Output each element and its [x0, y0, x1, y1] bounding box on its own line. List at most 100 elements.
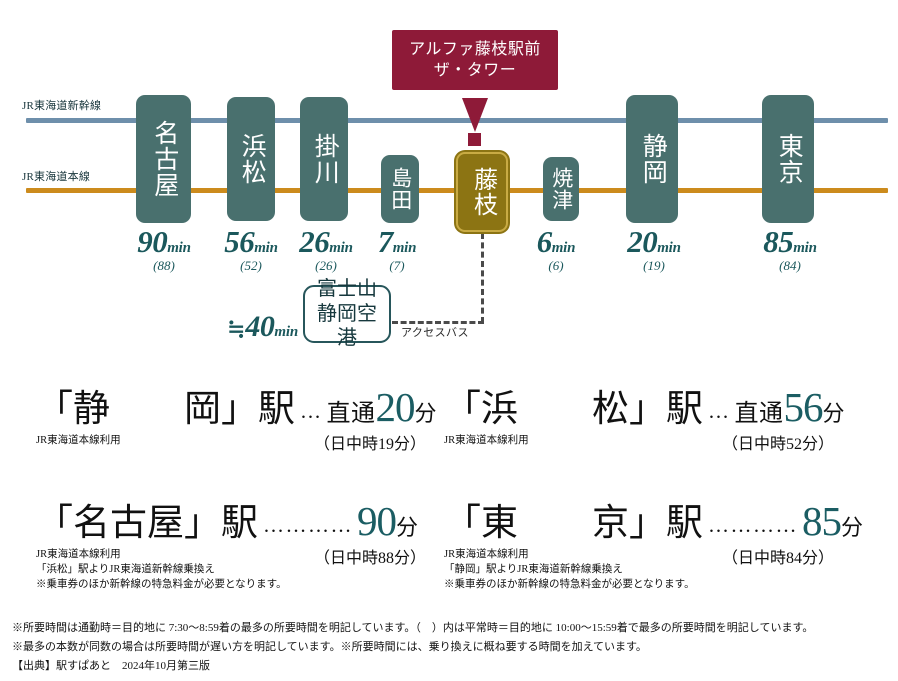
time-yaizu: 6min (6) — [522, 224, 590, 274]
entry-shizuoka-note-1: JR東海道本線利用 — [36, 435, 121, 446]
footnote-line-2: ※最多の本数が同数の場合は所要時間が遅い方を明記しています。※所要時間には、乗り… — [12, 640, 647, 653]
time-nagoya-paren: (88) — [153, 258, 175, 273]
entry-nagoya-daytime: （日中時88分） — [314, 550, 427, 567]
entry-hamamatsu-number: 56 — [783, 384, 824, 430]
time-shimada-paren: (7) — [389, 258, 405, 273]
time-yaizu-unit: min — [551, 240, 576, 256]
station-shizuoka[interactable]: 静岡 — [626, 95, 678, 223]
entry-tokyo-station: 東 京 — [481, 503, 629, 544]
entry-shizuoka-prefix: 直通 — [326, 401, 376, 427]
entry-hamamatsu-bracket-open: 「 — [444, 389, 481, 430]
time-shizuoka-paren: (19) — [643, 258, 665, 273]
entry-hamamatsu-daytime: （日中時52分） — [722, 436, 835, 453]
footnote-line-3: 【出典】駅すぱあと 2024年10月第三版 — [12, 659, 210, 672]
time-shizuoka-value: 20 — [627, 224, 658, 259]
entry-hamamatsu-prefix: 直通 — [734, 401, 784, 427]
entry-nagoya-note-1: JR東海道本線利用 — [36, 549, 121, 560]
time-yaizu-value: 6 — [536, 224, 553, 259]
time-kakegawa-unit: min — [329, 240, 353, 256]
entry-shizuoka-station: 静 岡 — [73, 389, 221, 430]
entry-hamamatsu-station: 浜 松 — [481, 389, 629, 430]
time-shimada-value: 7 — [377, 224, 394, 259]
callout-marker-dot — [468, 133, 481, 146]
entry-hamamatsu-note-1: JR東海道本線利用 — [444, 435, 529, 446]
time-hamamatsu: 56min (52) — [206, 224, 296, 274]
time-tokyo-value: 85 — [763, 224, 794, 259]
access-bus-label: アクセスバス — [401, 327, 469, 339]
time-airport-unit: min — [274, 324, 298, 340]
entry-tokyo-unit: 分 — [841, 515, 864, 540]
station-yaizu-label: 焼津 — [549, 167, 574, 211]
callout-line-2: ザ・タワー — [433, 62, 517, 80]
entry-tokyo-bracket-close: 」駅 — [629, 503, 703, 544]
entry-shizuoka-dots: … — [300, 399, 323, 423]
entry-tokyo-daytime: （日中時84分） — [722, 550, 835, 567]
entry-nagoya-dots: ………… — [263, 513, 353, 537]
entry-tokyo-note-3: ※乗車券のほか新幹線の特急料金が必要となります。 — [444, 579, 695, 591]
station-hamamatsu-label: 浜松 — [238, 133, 266, 185]
time-kakegawa-paren: (26) — [315, 258, 337, 273]
callout-tail — [462, 98, 488, 132]
time-yaizu-paren: (6) — [548, 258, 564, 273]
entry-shizuoka-bracket-close: 」駅 — [221, 389, 295, 430]
station-shizuoka-label: 静岡 — [639, 133, 667, 185]
entry-hamamatsu-dots: … — [708, 399, 731, 423]
entry-shizuoka-bracket-open: 「 — [36, 389, 73, 430]
footnote-line-1: ※所要時間は通勤時＝目的地に 7:30〜8:59着の最多の所要時間を明記していま… — [12, 622, 814, 634]
station-kakegawa[interactable]: 掛川 — [300, 97, 348, 221]
time-hamamatsu-value: 56 — [224, 224, 255, 259]
time-shimada: 7min (7) — [362, 224, 432, 274]
entry-nagoya-bracket-open: 「 — [36, 503, 73, 544]
airport-line-2: 静岡空港 — [317, 302, 377, 350]
entry-nagoya-unit: 分 — [396, 515, 419, 540]
entry-tokyo-bracket-open: 「 — [444, 503, 481, 544]
entry-tokyo-note-1: JR東海道本線利用 — [444, 549, 529, 560]
station-hamamatsu[interactable]: 浜松 — [227, 97, 275, 221]
airport-box[interactable]: 富士山 静岡空港 — [303, 278, 391, 349]
station-nagoya-label: 名古屋 — [150, 120, 178, 198]
time-nagoya-value: 90 — [137, 224, 168, 259]
entry-tokyo-note-2: 「静岡」駅よりJR東海道新幹線乗換え — [444, 564, 623, 576]
station-tokyo[interactable]: 東京 — [762, 95, 814, 223]
entry-nagoya-station: 名古屋 — [73, 503, 184, 544]
station-nagoya[interactable]: 名古屋 — [136, 95, 191, 223]
callout-line-1: アルファ藤枝駅前 — [409, 41, 541, 58]
time-nagoya-unit: min — [167, 240, 191, 256]
time-kakegawa-value: 26 — [299, 224, 330, 259]
entry-hamamatsu-bracket-close: 」駅 — [629, 389, 703, 430]
entry-nagoya-note-3: ※乗車券のほか新幹線の特急料金が必要となります。 — [36, 579, 287, 591]
approx-symbol: ≒ — [226, 316, 246, 341]
time-shizuoka-unit: min — [657, 240, 681, 256]
time-kakegawa: 26min (26) — [282, 224, 370, 274]
entry-shizuoka-daytime: （日中時19分） — [314, 436, 427, 453]
station-tokyo-label: 東京 — [775, 133, 803, 185]
time-tokyo-paren: (84) — [779, 258, 801, 273]
entry-shizuoka-unit: 分 — [414, 401, 437, 426]
honsen-line-label: JR東海道本線 — [22, 171, 91, 183]
entry-tokyo-dots: ………… — [708, 513, 798, 537]
footnotes: ※所要時間は通勤時＝目的地に 7:30〜8:59着の最多の所要時間を明記していま… — [12, 619, 890, 676]
time-hamamatsu-unit: min — [254, 240, 278, 256]
time-nagoya: 90min (88) — [118, 224, 210, 274]
time-airport: ≒40min — [190, 310, 298, 344]
entry-nagoya-number: 90 — [357, 498, 397, 544]
station-fujieda[interactable]: 藤枝 — [456, 152, 508, 232]
station-yaizu[interactable]: 焼津 — [543, 157, 579, 221]
property-callout: アルファ藤枝駅前 ザ・タワー — [392, 30, 558, 91]
time-tokyo-unit: min — [793, 240, 817, 256]
station-shimada[interactable]: 島田 — [381, 155, 419, 223]
time-shizuoka: 20min (19) — [608, 224, 700, 274]
bus-route-vertical-dash — [481, 233, 484, 323]
bus-route-horizontal-dash — [392, 321, 484, 324]
time-tokyo: 85min (84) — [744, 224, 836, 274]
entry-shizuoka-number: 20 — [375, 384, 416, 430]
